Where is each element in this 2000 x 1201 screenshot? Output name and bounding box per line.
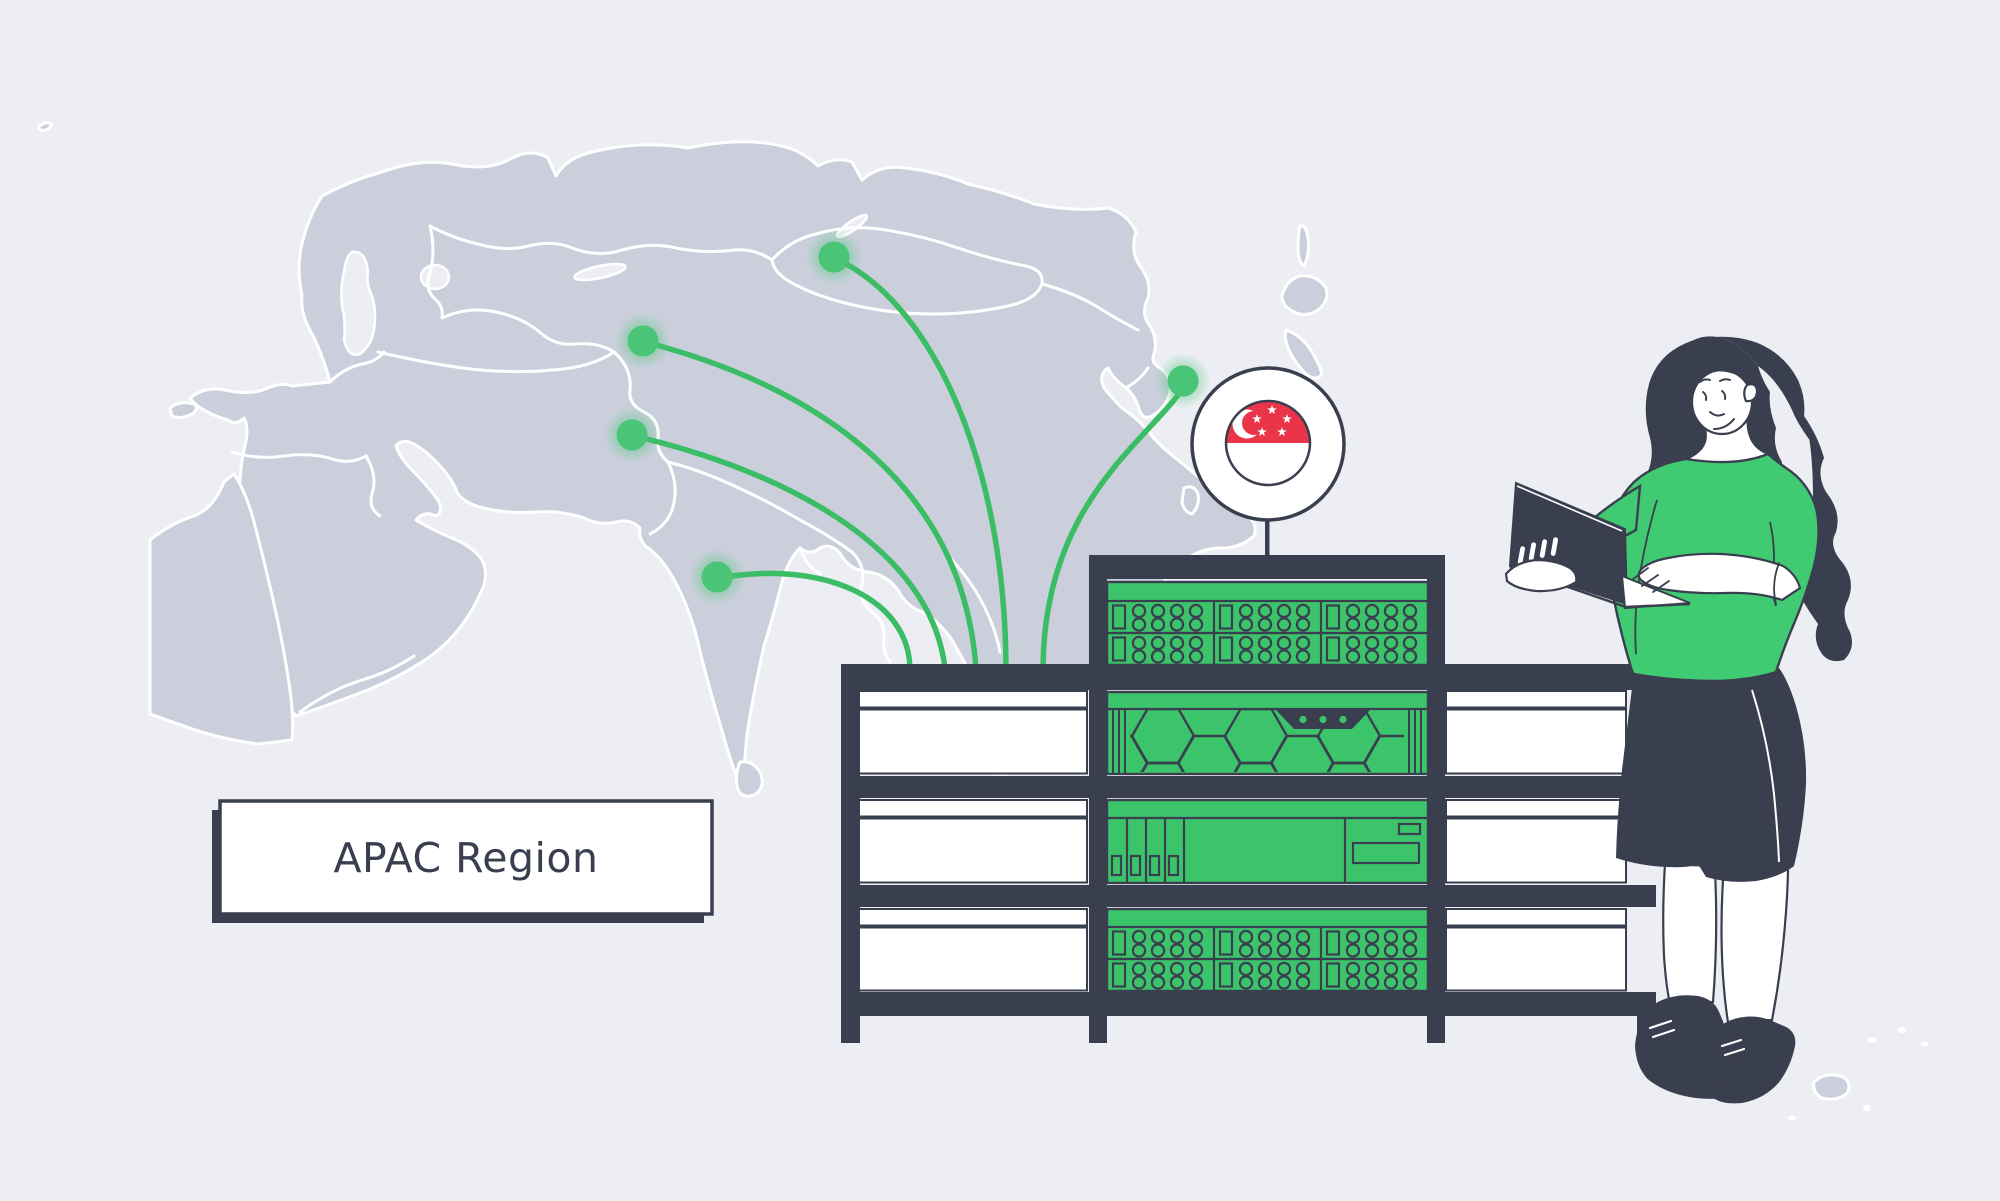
connection-dots: [604, 229, 1211, 605]
shelf-box-lid: [858, 799, 1088, 818]
connection-lines: [631, 255, 1189, 671]
server-unit-tower-pc: [1105, 798, 1430, 885]
hair-top: [1694, 336, 1824, 458]
drive-slot: [1351, 841, 1421, 865]
left-leg: [1662, 862, 1718, 1006]
shelf-box-lid: [858, 908, 1088, 927]
back-shoe: [1710, 1016, 1796, 1104]
corner-speck: [36, 121, 54, 132]
caspian-sea: [340, 250, 377, 356]
line-from-mongolia: [831, 255, 1009, 671]
tower-top-beam: [1089, 555, 1445, 579]
sakhalin-island: [1296, 224, 1310, 268]
server-rack: [841, 555, 1656, 1043]
ear: [1743, 383, 1759, 403]
label-text: APAC Region: [334, 834, 599, 882]
rack-beam-4: [841, 992, 1656, 1016]
shelf-box-lid: [1445, 908, 1627, 927]
server-unit-hexagon: [1105, 690, 1430, 776]
face-features: [1699, 378, 1735, 430]
tower-left-wall: [1089, 555, 1107, 1043]
shoes: [1634, 995, 1796, 1104]
singapore-badge: [1190, 366, 1346, 560]
shelf-box: [1445, 817, 1627, 884]
africa-corner: [148, 472, 295, 746]
rack-beam-2: [841, 776, 1656, 798]
lake-balkhash: [573, 262, 627, 282]
server-unit-drive-bays-top: [1105, 580, 1430, 667]
line-from-kazakhstan: [642, 339, 979, 671]
smile: [1709, 411, 1725, 417]
connection-dot: [689, 549, 745, 605]
right-leg: [1720, 864, 1790, 1024]
apac-region-label: APAC Region: [212, 799, 714, 923]
country-borders: [230, 224, 1150, 714]
line-from-east-asia: [1040, 381, 1189, 671]
singapore-flag-icon: [1224, 399, 1312, 487]
aral-sea: [419, 263, 451, 291]
shelf-box: [858, 817, 1088, 884]
honshu-island: [1283, 328, 1324, 380]
connection-dot: [806, 229, 862, 285]
connection-dot: [604, 407, 660, 463]
label-box: [218, 799, 714, 916]
left-palm: [1504, 558, 1578, 593]
shelf-box: [1445, 708, 1627, 775]
power-button: [1397, 822, 1422, 836]
taiwan-island: [1180, 485, 1200, 516]
sri-lanka-island: [734, 760, 764, 798]
connection-dot: [1155, 353, 1211, 409]
cuff-line: [1773, 562, 1780, 605]
line-from-central-asia: [631, 433, 948, 671]
shelf-box: [1445, 926, 1627, 992]
shelf-boxes: [858, 690, 1627, 992]
shelf-box-lid: [1445, 690, 1627, 709]
rack-beam-3: [841, 885, 1656, 907]
woman-illustration: [1504, 336, 1852, 1104]
line-from-india: [716, 570, 913, 671]
server-unit-drive-bays-bottom: [1105, 907, 1430, 993]
hokkaido-island: [1280, 274, 1329, 317]
tower-right-wall: [1427, 555, 1445, 1043]
hair-bangs: [1692, 357, 1757, 388]
shelf-box: [858, 708, 1088, 775]
connection-dot: [615, 313, 671, 369]
skirt: [1616, 668, 1807, 882]
rack-left-post: [841, 664, 860, 1043]
badge-stem: [1265, 512, 1270, 560]
left-hand: [1504, 535, 1578, 593]
cyprus-island: [168, 401, 199, 420]
skirt-seam: [1751, 689, 1780, 863]
screen-edge-highlight: [1516, 485, 1623, 532]
right-forearm: [1632, 552, 1802, 605]
rack-beam-1: [841, 664, 1656, 690]
shelf-box-lid: [858, 690, 1088, 709]
shelf-box-lid: [1445, 799, 1627, 818]
shelf-box: [858, 926, 1088, 992]
